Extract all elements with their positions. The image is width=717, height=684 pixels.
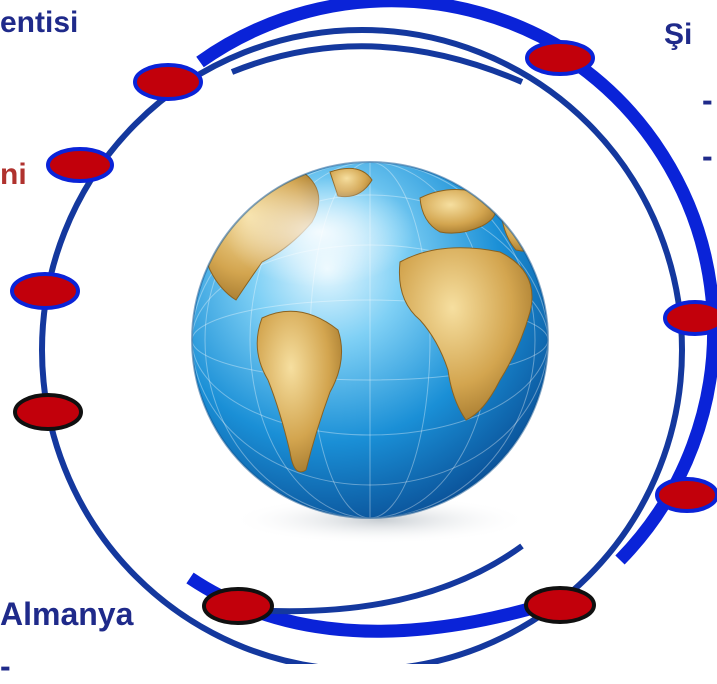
label-top-left: entisi (0, 6, 79, 39)
label-top-right-dash-2: - (702, 138, 713, 174)
globe-highlight (225, 177, 415, 287)
label-top-right-dash-1: - (702, 82, 713, 118)
inner-arc-top (230, 43, 524, 85)
node-top-right (525, 40, 595, 76)
label-bottom-left-cut: - (0, 648, 11, 684)
node-top-left (133, 63, 203, 101)
globe-shadow (230, 496, 530, 544)
continent-south-america (256, 310, 343, 473)
globe (191, 161, 549, 519)
inner-arc-bottom (249, 543, 524, 615)
continent-africa (398, 247, 533, 421)
node-bottom-left (202, 587, 274, 625)
label-top-right: Şi (664, 18, 693, 51)
label-middle-left: ni (0, 158, 27, 191)
node-left-2 (10, 272, 80, 310)
orbit-diagram-svg (10, 0, 717, 673)
node-bottom-right (524, 586, 596, 624)
node-right-1 (663, 300, 717, 336)
node-left-1 (46, 147, 114, 183)
node-right-2 (655, 477, 717, 513)
outer-orbit-arc-top (196, 0, 572, 68)
node-left-3 (13, 393, 83, 431)
label-bottom-left: Almanya (0, 596, 134, 632)
